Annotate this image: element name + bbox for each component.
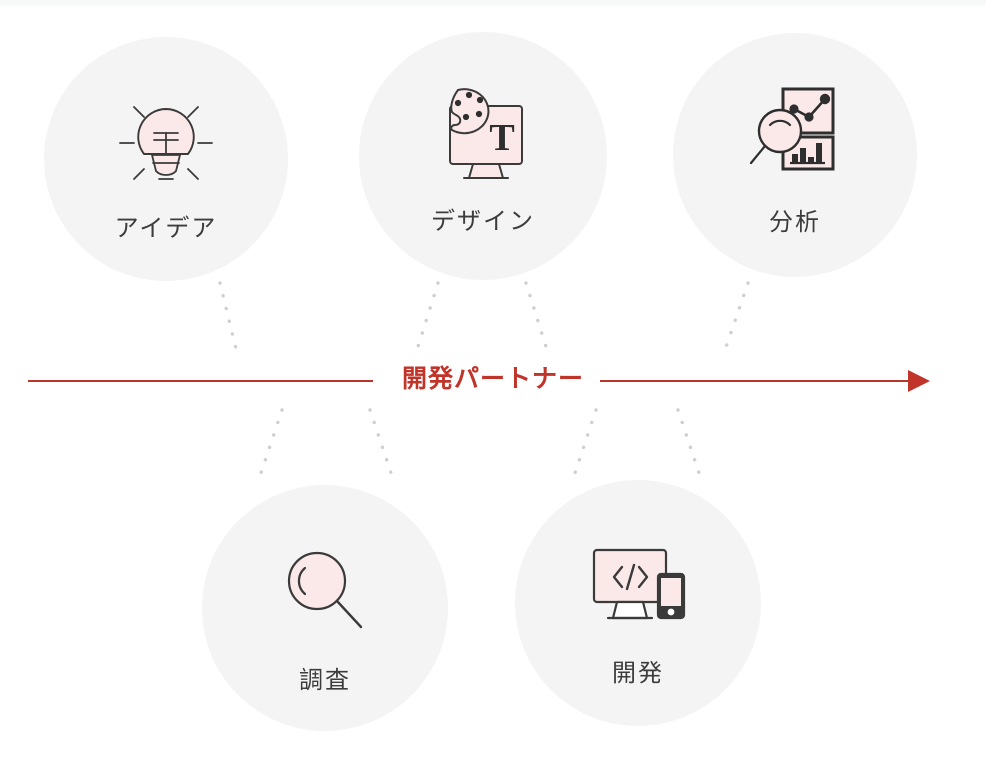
node-develop[interactable]: 開発	[515, 480, 761, 726]
node-idea[interactable]: アイデア	[44, 37, 288, 281]
arrow-line-left	[28, 380, 373, 382]
icon-container-idea	[44, 83, 288, 203]
code-monitor-mobile-icon	[592, 548, 686, 620]
connector-arrow-to-develop-left	[562, 408, 606, 484]
connector-analysis-to-arrow	[710, 281, 754, 355]
node-label-idea: アイデア	[114, 215, 218, 242]
node-research[interactable]: 調査	[202, 485, 448, 731]
svg-text:T: T	[489, 117, 514, 159]
top-edge-band	[0, 0, 986, 8]
icon-container-develop	[515, 526, 761, 646]
node-analysis[interactable]: 分析	[673, 33, 917, 277]
lightbulb-icon	[119, 106, 213, 180]
icon-container-analysis	[673, 73, 917, 193]
connector-arrow-to-develop-right	[668, 408, 712, 484]
node-design[interactable]: T デザイン	[359, 32, 607, 280]
palette-monitor-icon: T	[449, 88, 523, 179]
node-label-develop: 開発	[612, 660, 664, 687]
icon-container-design: T	[359, 74, 607, 194]
arrow-label: 開発パートナー	[401, 365, 584, 393]
icon-container-research	[202, 531, 448, 651]
node-label-research: 調査	[299, 667, 351, 694]
magnifier-icon	[287, 551, 363, 629]
connector-design-right-to-arrow	[518, 281, 562, 355]
connector-arrow-to-research-right	[362, 408, 406, 484]
connector-arrow-to-research-left	[248, 408, 292, 484]
development-partner-arrow: 開発パートナー	[0, 355, 986, 405]
arrow-line-right	[600, 380, 910, 382]
node-label-design: デザイン	[431, 208, 535, 235]
arrow-head-right-icon	[908, 370, 930, 392]
node-label-analysis: 分析	[769, 209, 821, 236]
connector-idea-to-arrow	[206, 281, 246, 355]
chart-magnifier-icon	[749, 87, 835, 171]
connector-design-left-to-arrow	[404, 281, 448, 355]
